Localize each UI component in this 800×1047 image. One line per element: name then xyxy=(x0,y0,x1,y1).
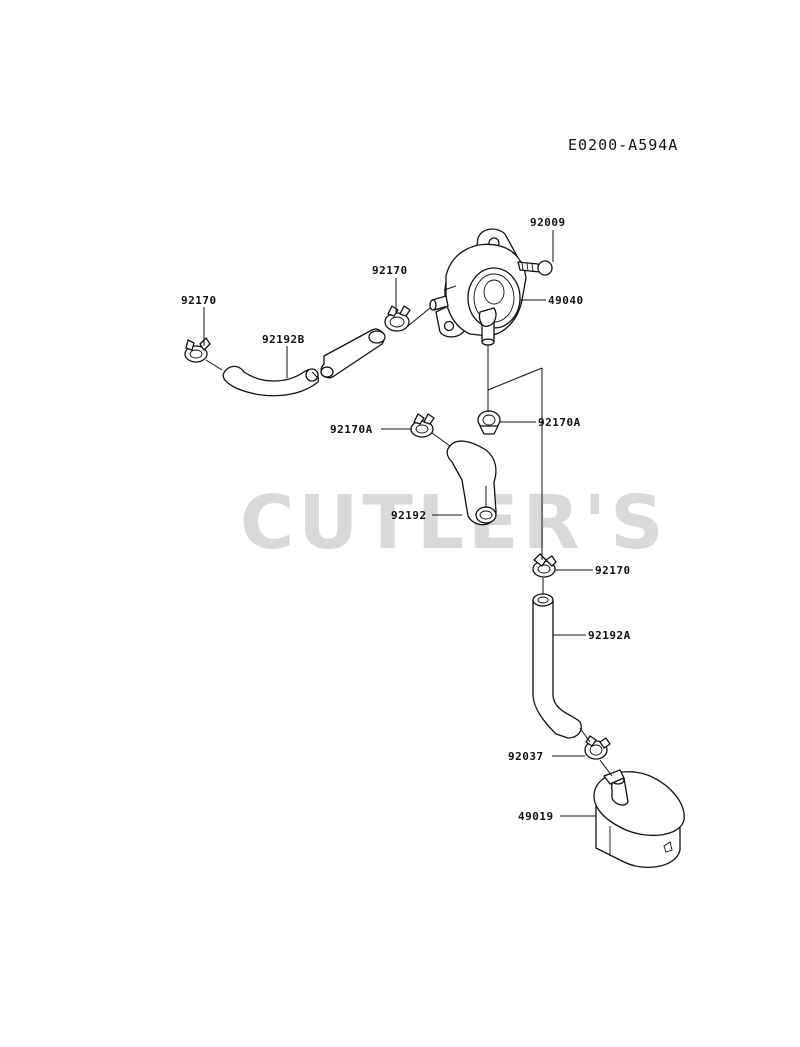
leader-lines xyxy=(203,230,613,817)
label-49040: 49040 xyxy=(548,294,584,307)
label-92170A-left: 92170A xyxy=(330,423,373,436)
hose-92192A xyxy=(532,593,582,739)
label-92170A-right: 92170A xyxy=(538,416,581,429)
label-92009: 92009 xyxy=(530,216,566,229)
hose-92192B-right xyxy=(320,328,386,379)
clamp-92037 xyxy=(584,735,611,760)
label-92170-left: 92170 xyxy=(181,294,217,307)
fuel-pump-49040 xyxy=(429,228,527,346)
label-92192B: 92192B xyxy=(262,333,305,346)
clamp-92170A-right xyxy=(477,410,501,435)
diagram-code: E0200-A594A xyxy=(568,136,678,154)
fuel-filter-49019 xyxy=(593,769,685,868)
label-92192A: 92192A xyxy=(588,629,631,642)
label-49019: 49019 xyxy=(518,810,554,823)
clamp-92170-top xyxy=(384,305,411,332)
hose-92192B-left xyxy=(222,365,319,397)
label-92037: 92037 xyxy=(508,750,544,763)
hose-92192 xyxy=(446,440,497,526)
label-92170-mid: 92170 xyxy=(595,564,631,577)
clamp-92170-left xyxy=(184,337,211,363)
watermark: CUTLER'S xyxy=(240,480,668,566)
label-92170-top: 92170 xyxy=(372,264,408,277)
clamp-92170-mid xyxy=(532,553,557,578)
clamp-92170A-left xyxy=(410,413,435,438)
bolt-92009 xyxy=(517,260,553,276)
label-92192: 92192 xyxy=(391,509,427,522)
